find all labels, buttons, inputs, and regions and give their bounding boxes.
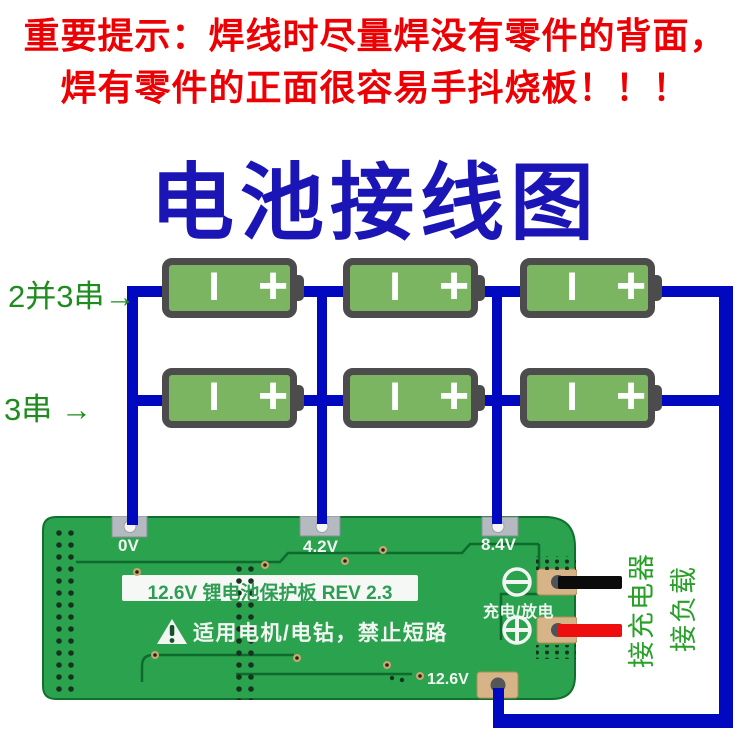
wire-0v-drop bbox=[127, 286, 138, 525]
battery-positive-nub bbox=[652, 275, 662, 301]
pad-label-12v6: 12.6V bbox=[427, 671, 469, 688]
plus-terminal-mark: + bbox=[438, 367, 470, 425]
through-hole-grid bbox=[54, 524, 576, 700]
plus-terminal-mark: + bbox=[438, 257, 470, 315]
battery-positive-nub bbox=[475, 275, 485, 301]
pad-label-4v2: 4.2V bbox=[303, 537, 338, 556]
plus-terminal-mark: + bbox=[615, 367, 647, 425]
bms-pcb-board bbox=[42, 516, 577, 700]
wire-bottom-run bbox=[493, 714, 733, 728]
circled-plus-icon bbox=[502, 615, 532, 645]
vias bbox=[133, 546, 424, 680]
charger-side-label: 接充电器 bbox=[627, 552, 657, 668]
minus-terminal-mark: I bbox=[566, 375, 578, 419]
minus-terminal-mark: I bbox=[389, 265, 401, 309]
page-title: 电池接线图 bbox=[149, 156, 600, 250]
minus-terminal-mark: I bbox=[208, 265, 220, 309]
battery-r2c3: I + bbox=[520, 367, 662, 428]
load-side-label: 接负载 bbox=[669, 565, 699, 652]
battery-r2c2: I + bbox=[343, 367, 485, 428]
load-wire-red bbox=[558, 624, 622, 637]
warning-triangle-icon bbox=[157, 619, 187, 644]
minus-terminal-mark: I bbox=[208, 375, 220, 419]
pad-label-8v4: 8.4V bbox=[481, 535, 516, 554]
wire-4v2-drop bbox=[317, 286, 327, 524]
charger-wire-black bbox=[558, 576, 622, 589]
plus-terminal-mark: + bbox=[257, 257, 289, 315]
battery-positive-nub bbox=[652, 385, 662, 411]
wire-12v6-stub bbox=[493, 688, 504, 728]
minus-terminal-mark: I bbox=[566, 265, 578, 309]
battery-positive-nub bbox=[294, 385, 304, 411]
battery-r1c3: I + bbox=[520, 257, 662, 318]
warning-line-1: 重要提示：焊线时尽量焊没有零件的背面， bbox=[23, 15, 727, 56]
row1-label: 2并3串→ bbox=[8, 279, 136, 314]
plus-terminal-mark: + bbox=[615, 257, 647, 315]
wire-8v4-drop bbox=[492, 286, 502, 524]
pad-label-0v: 0V bbox=[118, 536, 139, 555]
battery-r1c1: I + bbox=[162, 257, 304, 318]
warning-line-2: 焊有零件的正面很容易手抖烧板！！！ bbox=[60, 67, 690, 108]
wire-right-riser bbox=[719, 286, 733, 728]
board-usage-warning: 适用电机/电钻，禁止短路 bbox=[193, 622, 448, 645]
board-title: 12.6V 锂电池保护板 REV 2.3 bbox=[147, 583, 393, 604]
battery-positive-nub bbox=[294, 275, 304, 301]
plus-terminal-mark: + bbox=[257, 367, 289, 425]
warning-banner: 重要提示：焊线时尽量焊没有零件的背面， 焊有零件的正面很容易手抖烧板！！！ bbox=[0, 10, 750, 114]
battery-r2c1: I + bbox=[162, 367, 304, 428]
battery-r1c2: I + bbox=[343, 257, 485, 318]
circled-minus-icon bbox=[502, 567, 532, 597]
charge-discharge-label: 充电/放电 bbox=[483, 604, 554, 621]
board-title-band bbox=[122, 575, 418, 601]
minus-terminal-mark: I bbox=[389, 375, 401, 419]
row2-label: 3串 → bbox=[4, 392, 92, 427]
battery-positive-nub bbox=[475, 385, 485, 411]
